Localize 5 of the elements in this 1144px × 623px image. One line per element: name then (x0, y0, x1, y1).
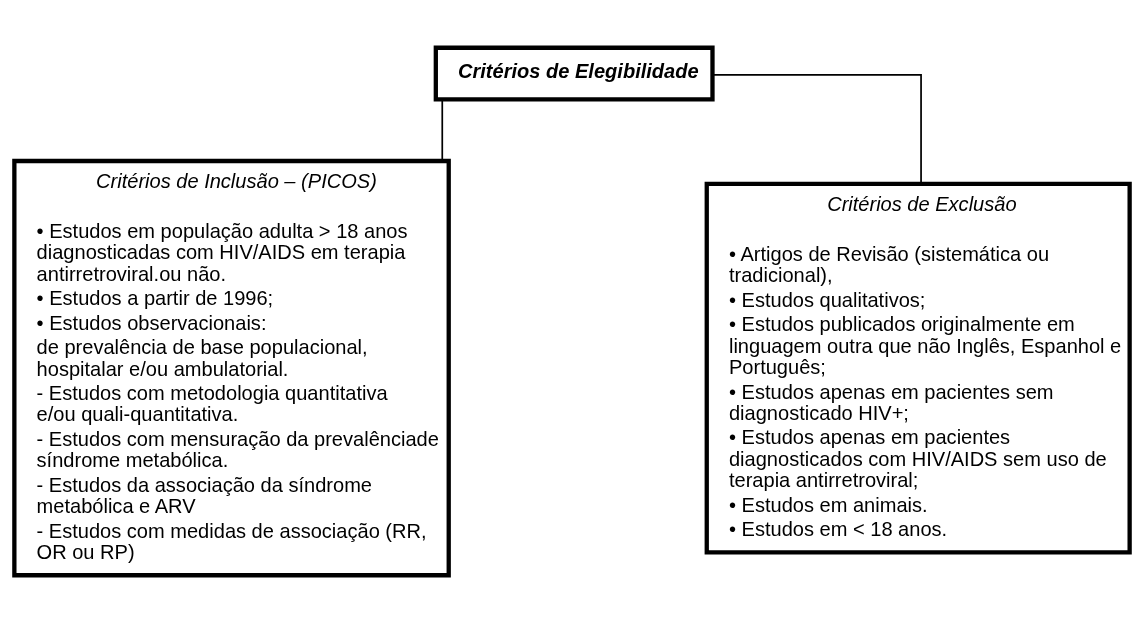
node-box: Critérios de Elegibilidade (433, 45, 715, 102)
connector (441, 98, 444, 162)
connector (711, 74, 922, 185)
node-box: Critérios de Exclusão • Artigos de Revisão (sistemática ou tradicional), • Estudos qualitativos; • Estudos publicados originalmente em linguagem outra que não Inglês, Espanhol e Português; • Estudos apenas em pacientes sem diagnosticado HIV+; • Estudos apenas em pacientes diagnosticados com HIV/AIDS sem uso de terapia antirretroviral; • Estudos em animais. • Estudos em < 18 anos. (704, 181, 1132, 555)
node-box: Critérios de Inclusão – (PICOS) • Estudos em população adulta > 18 anos diagnosticadas com HIV/AIDS em terapia antirretroviral.ou não. • Estudos a partir de 1996; • Estudos observacionais: de prevalência de base populacional, hospitalar e/ou ambulatorial. - Estudos com metodologia quantitativa e/ou quali-quantitativa. - Estudos com mensuração da prevalênciade síndrome metabólica. - Estudos da associação da síndrome metabólica e ARV - Estudos com medidas de associação (RR, OR ou RP) (12, 158, 451, 578)
